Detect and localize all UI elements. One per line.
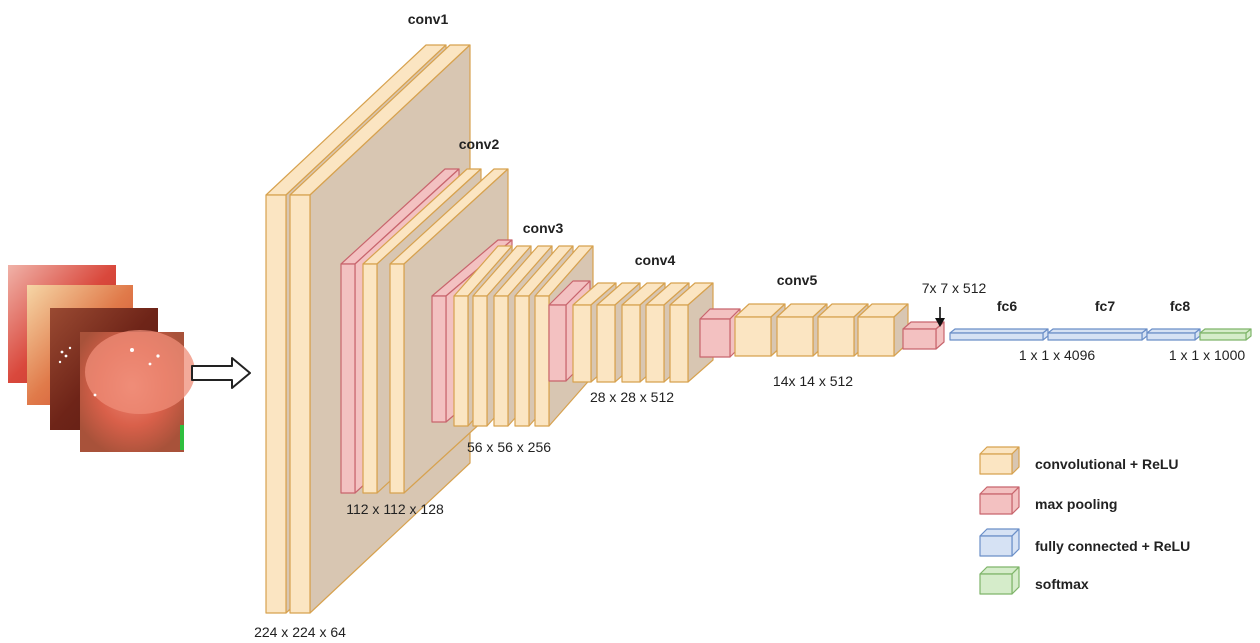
conv5-pool — [700, 309, 740, 357]
legend-item-softmax: softmax — [980, 567, 1089, 594]
network-layers — [266, 45, 1251, 613]
fc7-layer — [1048, 329, 1147, 340]
legend-swatch-softmax — [980, 567, 1019, 594]
softmax-layer — [1200, 329, 1251, 340]
stage-label-conv3: conv3 — [523, 220, 564, 236]
dim-label-conv1: 224 x 224 x 64 — [254, 624, 346, 640]
dim-label-pool5: 7x 7 x 512 — [922, 280, 987, 296]
dim-label-conv2: 112 x 112 x 128 — [346, 501, 444, 517]
legend: convolutional + ReLU max pooling fully con… — [980, 447, 1190, 594]
legend-item-conv: convolutional + ReLU — [980, 447, 1179, 474]
dim-label-fc: 1 x 1 x 4096 — [1019, 347, 1095, 363]
legend-swatch-pool — [980, 487, 1019, 514]
legend-label-fc: fully connected + ReLU — [1035, 538, 1190, 554]
dim-label-conv5: 14x 14 x 512 — [773, 373, 853, 389]
dim-label-conv3: 56 x 56 x 256 — [467, 439, 551, 455]
dim-label-softmax: 1 x 1 x 1000 — [1169, 347, 1245, 363]
legend-swatch-fc — [980, 529, 1019, 556]
legend-label-conv: convolutional + ReLU — [1035, 456, 1179, 472]
input-arrow-icon — [192, 358, 250, 388]
input-image-4 — [80, 330, 195, 452]
stage-label-conv5: conv5 — [777, 272, 818, 288]
dim-label-conv4: 28 x 28 x 512 — [590, 389, 674, 405]
legend-swatch-conv — [980, 447, 1019, 474]
fc6-layer — [950, 329, 1048, 340]
stage-label-fc8: fc8 — [1170, 298, 1190, 314]
legend-label-pool: max pooling — [1035, 496, 1117, 512]
stage-label-conv4: conv4 — [635, 252, 676, 268]
stage-label-conv1: conv1 — [408, 11, 449, 27]
input-images — [8, 265, 195, 452]
stage-label-conv2: conv2 — [459, 136, 500, 152]
legend-item-fc: fully connected + ReLU — [980, 529, 1190, 556]
legend-label-softmax: softmax — [1035, 576, 1089, 592]
fc8-layer — [1147, 329, 1200, 340]
pool5-layer — [903, 322, 944, 349]
stage-label-fc7: fc7 — [1095, 298, 1115, 314]
stage-label-fc6: fc6 — [997, 298, 1017, 314]
legend-item-pool: max pooling — [980, 487, 1117, 514]
conv5-layer-4 — [858, 304, 908, 356]
